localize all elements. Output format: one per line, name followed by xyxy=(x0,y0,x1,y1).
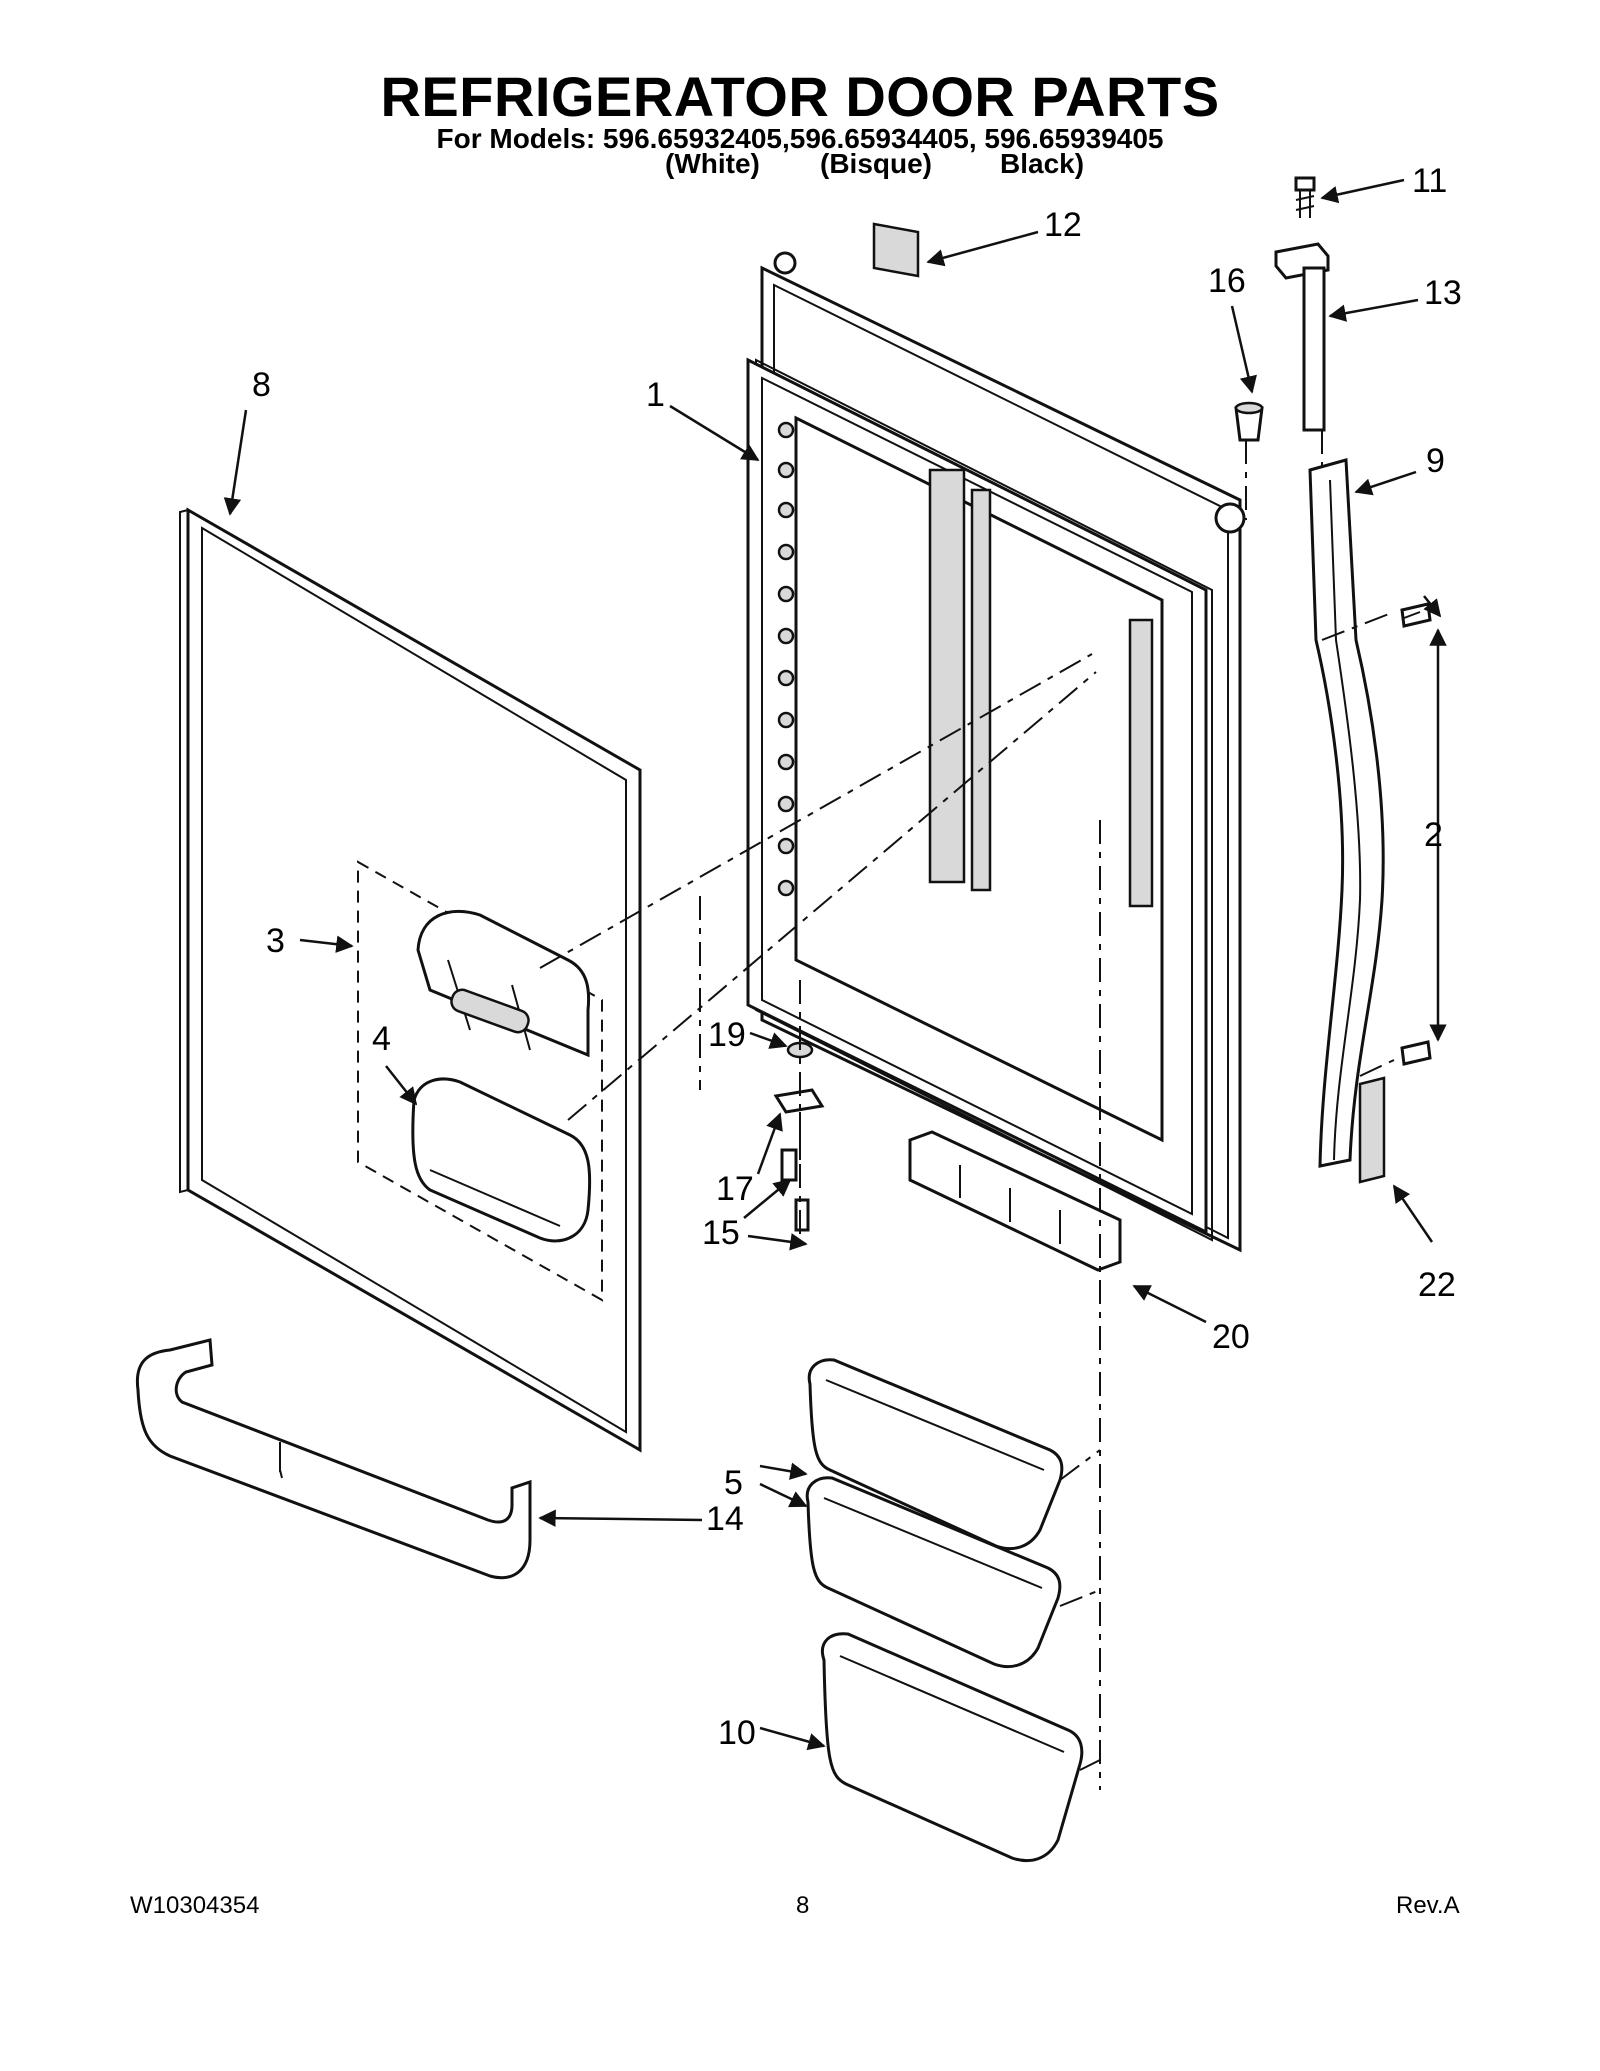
doc-number: W10304354 xyxy=(130,1892,260,1919)
part-2-screw-lower xyxy=(1400,1040,1432,1066)
part-13-hinge-bracket xyxy=(1274,242,1330,432)
part-16-bushing xyxy=(1234,401,1264,442)
callout-1: 1 xyxy=(646,376,665,414)
callout-8: 8 xyxy=(252,366,271,404)
callout-16: 16 xyxy=(1208,262,1246,300)
callout-12: 12 xyxy=(1044,206,1082,244)
revision-label: Rev.A xyxy=(1396,1892,1460,1919)
color-white-label: (White) xyxy=(665,148,760,179)
callout-14: 14 xyxy=(706,1500,744,1538)
part-20-shelf-bar xyxy=(908,1130,1122,1272)
callout-9: 9 xyxy=(1426,442,1445,480)
part-3-dispenser-cover xyxy=(416,909,591,1058)
part-9-handle xyxy=(1308,458,1385,1168)
part-5-door-bin-lower xyxy=(805,1476,1062,1669)
part-5-door-bin-upper xyxy=(807,1358,1064,1551)
page-number: 8 xyxy=(796,1892,810,1919)
callout-22: 22 xyxy=(1418,1266,1456,1304)
part-10-deep-door-bin xyxy=(821,1632,1084,1863)
callout-20: 20 xyxy=(1212,1318,1250,1356)
callout-2: 2 xyxy=(1424,816,1443,854)
part-4-dispenser-tray xyxy=(411,1077,592,1243)
assembly-lines xyxy=(539,430,1395,1790)
leader-arrows xyxy=(223,178,1447,1751)
callout-15: 15 xyxy=(702,1214,740,1252)
callout-19: 19 xyxy=(708,1016,746,1054)
part-12-label-sticker xyxy=(872,222,920,278)
part-15-screws xyxy=(780,1148,810,1232)
callout-17: 17 xyxy=(716,1170,754,1208)
callout-10: 10 xyxy=(718,1714,756,1752)
callout-13: 13 xyxy=(1424,274,1462,312)
part-1-door-liner xyxy=(746,251,1246,1253)
callout-numbers: 1 2 3 4 5 8 9 10 11 12 13 14 15 16 17 19… xyxy=(252,162,1462,1752)
part-2-screw-upper xyxy=(1400,602,1432,628)
color-black-label: Black) xyxy=(1000,148,1085,179)
color-bisque-label: (Bisque) xyxy=(820,148,932,179)
page-title: REFRIGERATOR DOOR PARTS xyxy=(380,65,1220,128)
callout-11: 11 xyxy=(1412,162,1447,200)
door-liner-fastener-dots xyxy=(777,421,795,897)
models-line: For Models: 596.65932405,596.65934405, 5… xyxy=(436,123,1164,154)
callout-5: 5 xyxy=(724,1464,743,1502)
part-22-handle-trim xyxy=(1358,1076,1386,1184)
callout-3: 3 xyxy=(266,922,285,960)
part-14-bottom-rail xyxy=(135,1338,532,1580)
part-11-screw xyxy=(1294,176,1316,218)
callout-4: 4 xyxy=(372,1020,391,1058)
